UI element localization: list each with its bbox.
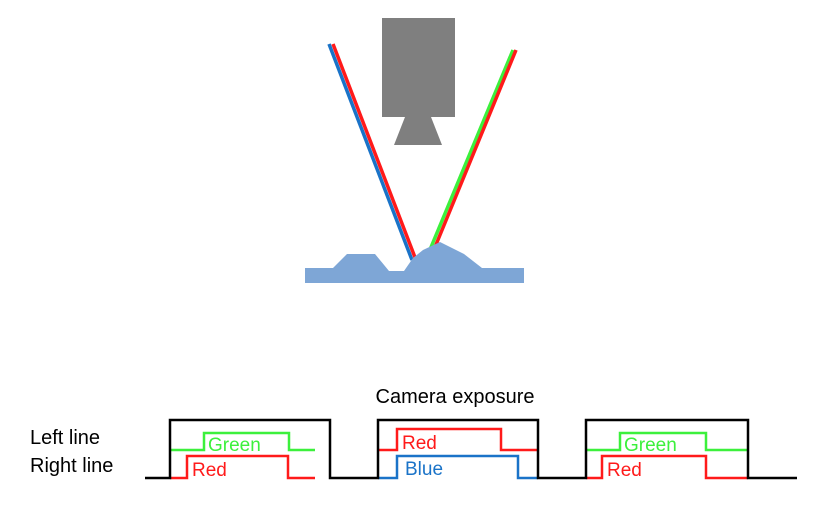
right-beam-green <box>427 49 515 253</box>
left-line-label: Left line <box>30 427 100 449</box>
right-line-trace-3 <box>586 454 748 480</box>
camera-exposure-trace <box>145 418 797 480</box>
exposure-frame-2: Red Blue <box>378 427 538 480</box>
right-line-label: Right line <box>30 455 113 477</box>
left-line-trace-3 <box>586 431 748 452</box>
left-line-signal-2: Red <box>402 433 437 454</box>
left-line-trace-1 <box>170 431 315 452</box>
left-beam-blue <box>327 43 414 261</box>
right-line-signal-1: Red <box>192 460 227 481</box>
right-line-signal-2: Blue <box>405 459 443 480</box>
camera-lens <box>394 117 442 145</box>
right-line-trace-1 <box>170 454 315 480</box>
right-beam <box>427 49 518 253</box>
left-line-signal-3: Green <box>624 435 677 456</box>
left-line-signal-1: Green <box>208 435 261 456</box>
left-beam <box>327 43 418 261</box>
exposure-frame-3: Green Red <box>586 431 748 481</box>
left-beam-red <box>331 43 418 261</box>
right-line-trace-2 <box>378 454 538 480</box>
right-line-signal-3: Red <box>607 460 642 481</box>
camera-exposure-label: Camera exposure <box>376 386 535 408</box>
left-line-trace-2 <box>378 427 538 452</box>
exposure-frame-1: Green Red <box>170 431 315 481</box>
timing-diagram: Camera exposure Left line Right line Gre… <box>30 386 797 481</box>
right-beam-red <box>431 49 518 253</box>
camera-icon <box>382 18 455 145</box>
sample-surface <box>305 242 524 283</box>
camera-body <box>382 18 455 117</box>
